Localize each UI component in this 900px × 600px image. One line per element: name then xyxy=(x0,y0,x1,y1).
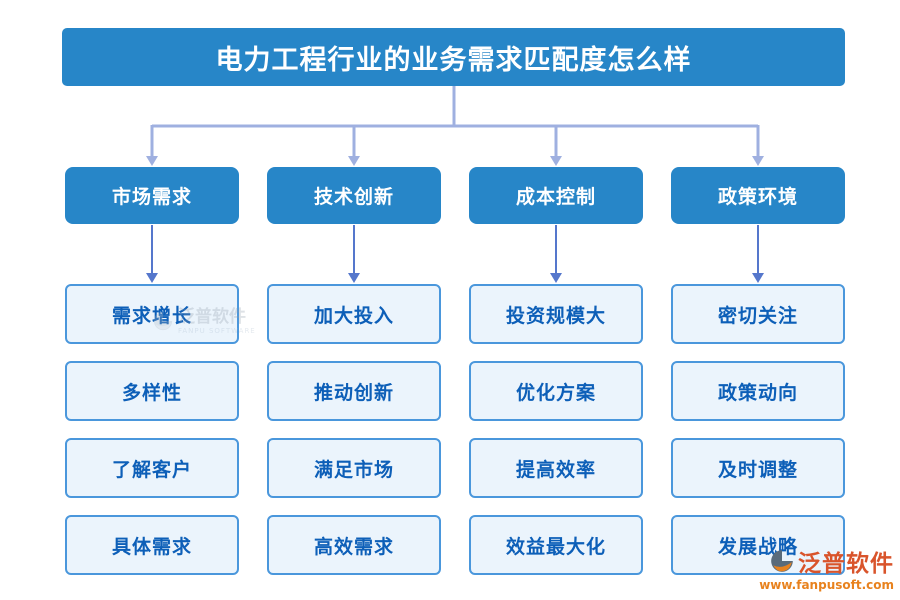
category-market-demand: 市场需求 xyxy=(65,167,239,224)
category-policy-environment: 政策环境 xyxy=(671,167,845,224)
item-box: 满足市场 xyxy=(267,438,441,498)
column-market-demand: 市场需求 需求增长 多样性 了解客户 具体需求 xyxy=(65,167,239,575)
columns-container: 市场需求 需求增长 多样性 了解客户 具体需求 技术创新 加大投入 推动创新 满… xyxy=(65,167,845,575)
arrow-spacer xyxy=(469,224,643,284)
item-box: 投资规模大 xyxy=(469,284,643,344)
item-box: 高效需求 xyxy=(267,515,441,575)
category-tech-innovation: 技术创新 xyxy=(267,167,441,224)
diagram-title: 电力工程行业的业务需求匹配度怎么样 xyxy=(62,28,845,86)
footer-url-text: www.fanpusoft.com xyxy=(759,578,894,592)
column-tech-innovation: 技术创新 加大投入 推动创新 满足市场 高效需求 xyxy=(267,167,441,575)
item-box: 优化方案 xyxy=(469,361,643,421)
arrow-spacer xyxy=(671,224,845,284)
item-box: 密切关注 xyxy=(671,284,845,344)
category-cost-control: 成本控制 xyxy=(469,167,643,224)
arrow-spacer xyxy=(65,224,239,284)
item-box: 提高效率 xyxy=(469,438,643,498)
item-box: 推动创新 xyxy=(267,361,441,421)
item-box: 了解客户 xyxy=(65,438,239,498)
column-cost-control: 成本控制 投资规模大 优化方案 提高效率 效益最大化 xyxy=(469,167,643,575)
arrow-spacer xyxy=(267,224,441,284)
item-box: 及时调整 xyxy=(671,438,845,498)
item-box: 政策动向 xyxy=(671,361,845,421)
column-policy-environment: 政策环境 密切关注 政策动向 及时调整 发展战略 xyxy=(671,167,845,575)
item-box: 加大投入 xyxy=(267,284,441,344)
item-box: 多样性 xyxy=(65,361,239,421)
item-box: 需求增长 xyxy=(65,284,239,344)
item-box: 效益最大化 xyxy=(469,515,643,575)
item-box: 具体需求 xyxy=(65,515,239,575)
item-box: 发展战略 xyxy=(671,515,845,575)
